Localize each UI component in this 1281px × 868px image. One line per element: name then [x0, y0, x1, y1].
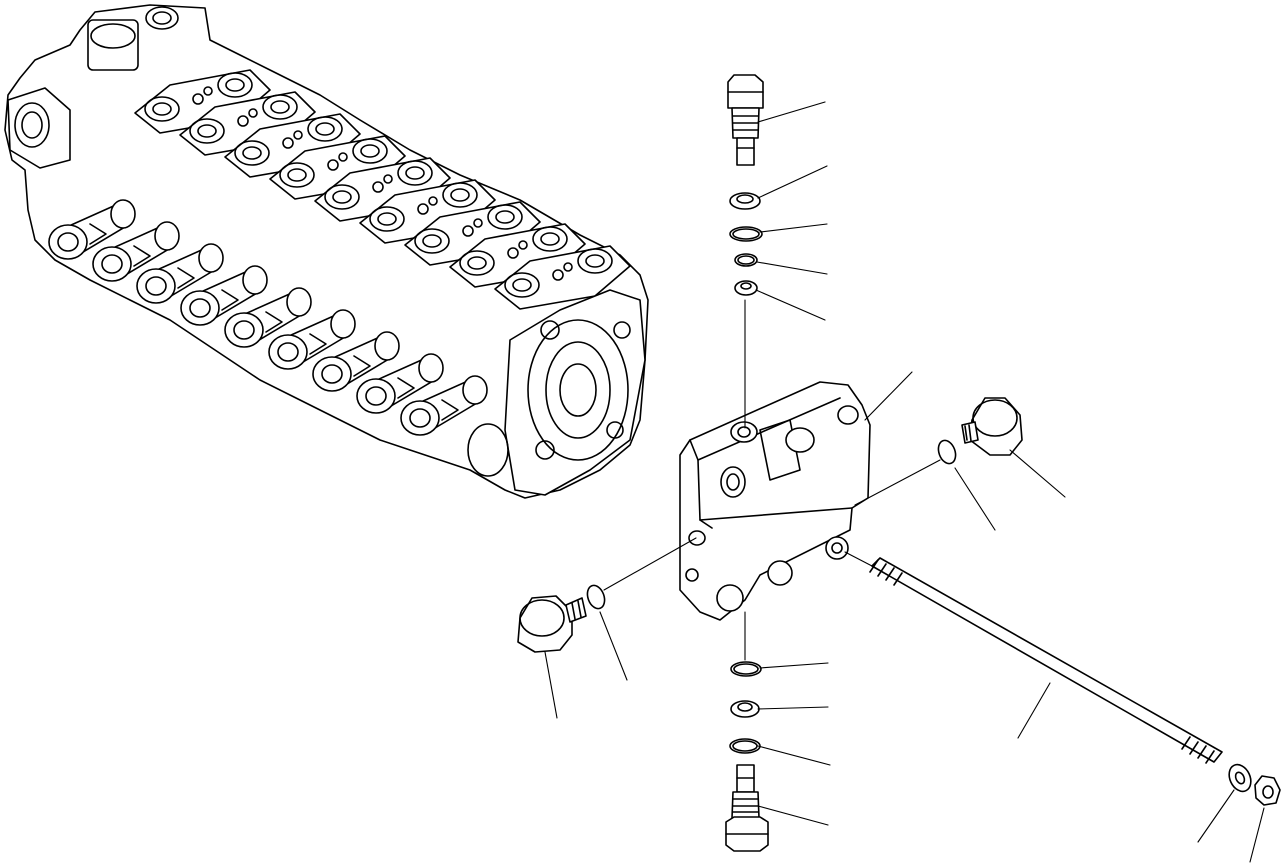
spool-cap-3 [136, 243, 224, 304]
oring-right [937, 439, 957, 465]
spool-cap-2 [92, 221, 180, 282]
ring-top-1 [729, 192, 761, 210]
tie-bolt [869, 557, 1223, 764]
spool-cap-8 [356, 353, 444, 414]
oring-bottom-2 [729, 738, 761, 754]
pilot-plug-top [727, 74, 764, 166]
oring-top-1 [729, 226, 763, 242]
oring-top-2 [734, 253, 758, 267]
oring-bottom-1 [730, 661, 762, 677]
spool-cap-1 [48, 199, 136, 260]
oring-left [586, 584, 606, 610]
spool-cap-4 [180, 265, 268, 326]
cap-plug-right [961, 397, 1023, 456]
nut-bolt [1254, 775, 1281, 806]
cap-plug-left [517, 595, 587, 653]
control-valve-assembly [4, 4, 649, 499]
valve-body-section [679, 381, 871, 621]
washer-bolt [1228, 763, 1252, 793]
spool-cap-9 [400, 375, 488, 436]
pilot-plug-bottom [725, 764, 769, 852]
callout-leaders [544, 101, 1265, 863]
ring-bottom-1 [730, 700, 760, 718]
section-port-9 [494, 245, 631, 310]
ring-top-2 [734, 280, 758, 296]
section-ports [134, 69, 631, 310]
spool-cap-7 [312, 331, 400, 392]
spool-caps [48, 199, 488, 436]
spool-cap-6 [268, 309, 356, 370]
spool-cap-5 [224, 287, 312, 348]
